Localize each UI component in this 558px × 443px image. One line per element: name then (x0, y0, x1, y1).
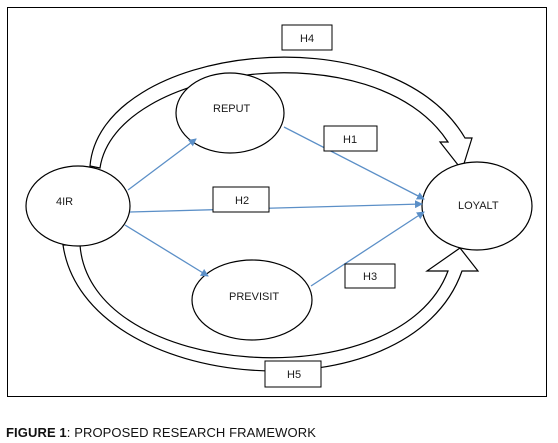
node-label-reput: REPUT (213, 103, 251, 115)
hypothesis-label-h1: H1 (343, 134, 357, 146)
arrow-previsit-to-loyalt (310, 211, 425, 287)
node-label-previsit: PREVISIT (229, 291, 279, 303)
hypothesis-label-h2: H2 (235, 195, 249, 207)
node-label-4ir: 4IR (56, 196, 73, 208)
node-previsit (191, 259, 313, 341)
figure-caption: FIGURE 1: PROPOSED RESEARCH FRAMEWORK (6, 425, 316, 440)
node-4ir (25, 165, 131, 247)
hypothesis-box-h4 (281, 24, 333, 51)
arrow-4ir-to-reput (127, 138, 197, 191)
node-label-loyalt: LOYALT (458, 200, 499, 212)
figure-title: : PROPOSED RESEARCH FRAMEWORK (66, 425, 316, 440)
arrow-reput-to-loyalt (283, 126, 425, 200)
hypothesis-box-h5 (264, 360, 322, 388)
arrow-4ir-to-loyalt (129, 200, 423, 213)
figure-number: FIGURE 1 (6, 425, 67, 440)
curved-arrow-h5 (62, 244, 480, 372)
hypothesis-label-h5: H5 (287, 369, 301, 381)
hypothesis-label-h3: H3 (363, 271, 377, 283)
hypothesis-box-h1 (323, 125, 378, 152)
hypothesis-box-h2 (212, 186, 270, 213)
node-reput (175, 72, 285, 154)
arrow-4ir-to-previsit (124, 224, 209, 277)
hypothesis-box-h3 (344, 263, 396, 289)
hypothesis-label-h4: H4 (300, 33, 314, 45)
